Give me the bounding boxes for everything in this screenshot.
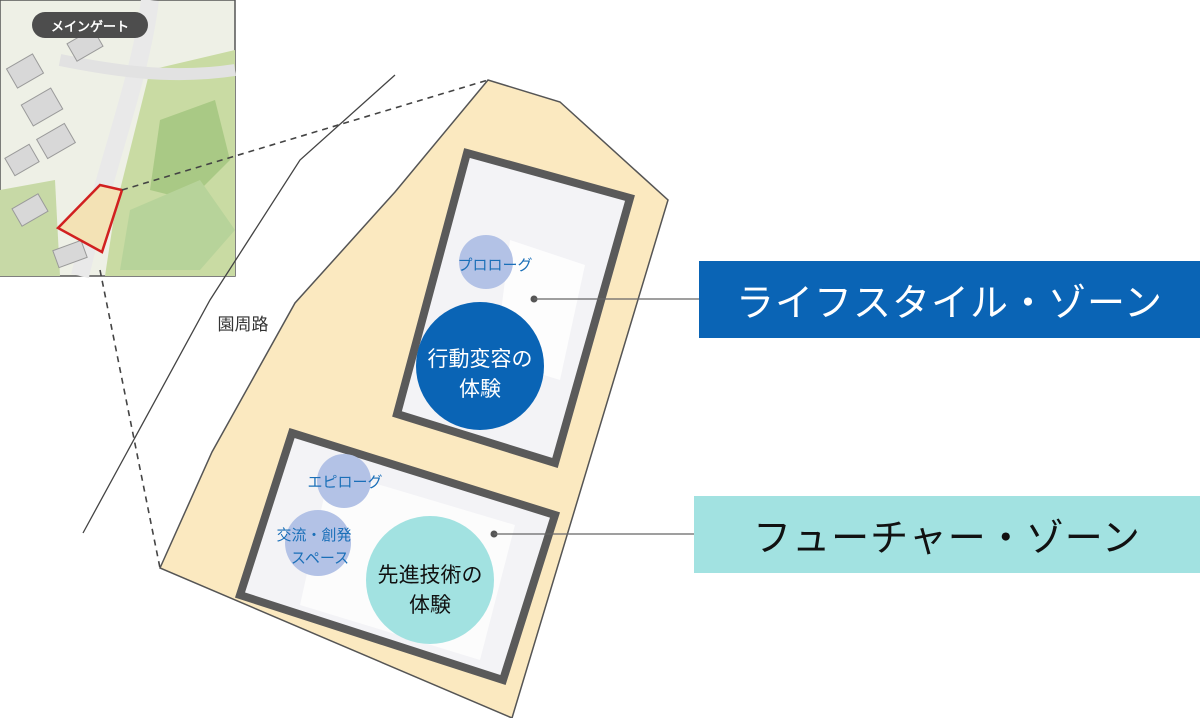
future-main-line2: 体験 (409, 593, 451, 617)
road-label: 園周路 (218, 315, 269, 335)
epilogue-label: エピローグ (307, 473, 382, 491)
lifestyle-main-line2: 体験 (459, 377, 501, 401)
future-main-line1: 先進技術の (378, 563, 483, 587)
prologue-circle (459, 235, 513, 289)
future-zone-label: フューチャー・ゾーン (694, 496, 1200, 573)
inset-map (0, 0, 236, 279)
exchange-circle (285, 510, 351, 576)
lifestyle-zone-label: ライフスタイル・ゾーン (699, 261, 1200, 338)
prologue-label: プロローグ (457, 256, 532, 274)
road-line (82, 74, 396, 534)
future-main-circle (366, 516, 494, 644)
exchange-label-line1: 交流・創発 (276, 526, 351, 544)
main-gate-badge: メインゲート (32, 12, 148, 38)
lifestyle-main-circle (416, 302, 544, 430)
epilogue-circle (317, 454, 371, 508)
exchange-label-line2: スペース (291, 549, 349, 567)
lifestyle-main-line1: 行動変容の (428, 347, 533, 371)
